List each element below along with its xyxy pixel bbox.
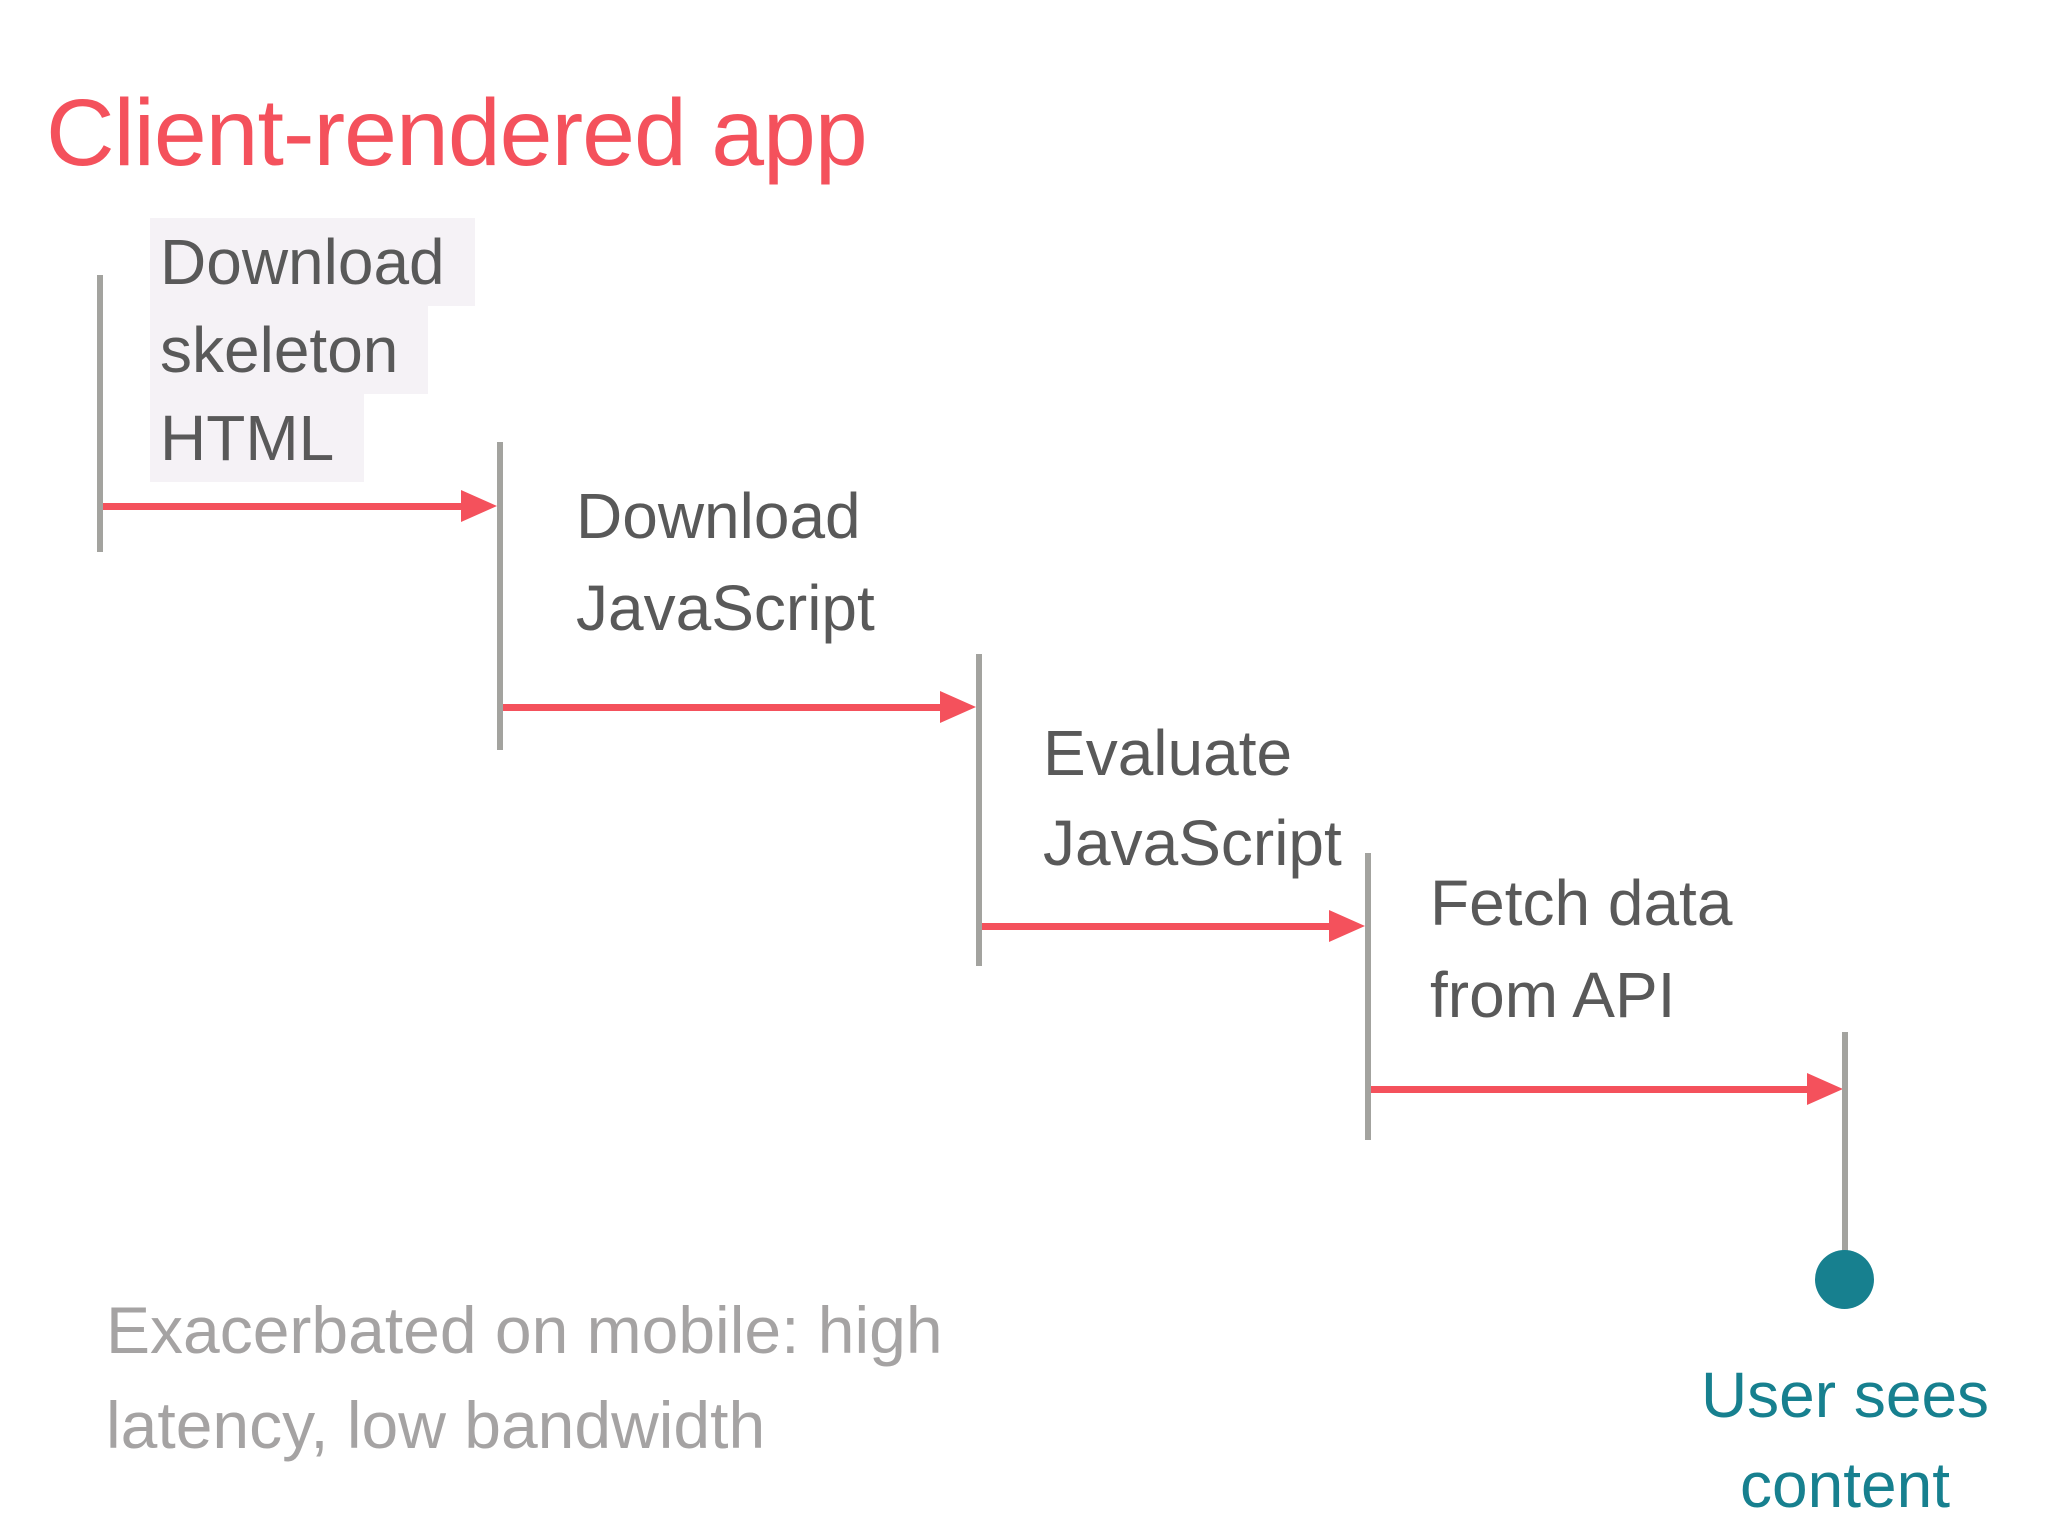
arrow-right-icon bbox=[1329, 910, 1365, 942]
footnote-line: latency, low bandwidth bbox=[106, 1388, 766, 1462]
timeline-bar-1 bbox=[97, 275, 103, 552]
outcome-label-user-sees-content: User sees content bbox=[1645, 1350, 2045, 1530]
outcome-label-line: content bbox=[1740, 1449, 1950, 1521]
arrow-line-4 bbox=[1371, 1086, 1807, 1093]
footnote-line: Exacerbated on mobile: high bbox=[106, 1293, 943, 1367]
step-label-line: Download bbox=[576, 480, 861, 552]
step-label-line: JavaScript bbox=[576, 572, 875, 644]
step-label-line: Fetch data bbox=[1430, 867, 1733, 939]
step-label-line: Download bbox=[150, 218, 475, 306]
footnote-mobile-caveat: Exacerbated on mobile: high latency, low… bbox=[106, 1283, 943, 1473]
step-label-download-skeleton-html: Download skeleton HTML bbox=[150, 218, 475, 482]
slide-title: Client-rendered app bbox=[46, 80, 868, 186]
step-label-line: Evaluate bbox=[1043, 717, 1293, 789]
arrow-right-icon bbox=[461, 490, 497, 522]
timeline-bar-2 bbox=[497, 442, 503, 750]
outcome-label-line: User sees bbox=[1700, 1359, 1990, 1431]
step-label-download-javascript: Download JavaScript bbox=[576, 470, 875, 654]
step-label-line: skeleton bbox=[150, 306, 475, 394]
arrow-line-1 bbox=[103, 503, 461, 510]
timeline-bar-5 bbox=[1842, 1032, 1848, 1254]
step-label-line: HTML bbox=[150, 394, 475, 482]
step-label-line: from API bbox=[1430, 959, 1676, 1031]
arrow-line-3 bbox=[982, 923, 1329, 930]
step-label-fetch-data-from-api: Fetch data from API bbox=[1430, 857, 1732, 1041]
timeline-bar-4 bbox=[1365, 853, 1371, 1140]
arrow-line-2 bbox=[503, 704, 940, 711]
user-sees-content-dot-icon bbox=[1815, 1250, 1874, 1309]
timeline-bar-3 bbox=[976, 654, 982, 966]
step-label-evaluate-javascript: Evaluate JavaScript bbox=[1043, 708, 1342, 888]
arrow-right-icon bbox=[1807, 1073, 1843, 1105]
arrow-right-icon bbox=[940, 691, 976, 723]
step-label-line: JavaScript bbox=[1043, 807, 1342, 879]
